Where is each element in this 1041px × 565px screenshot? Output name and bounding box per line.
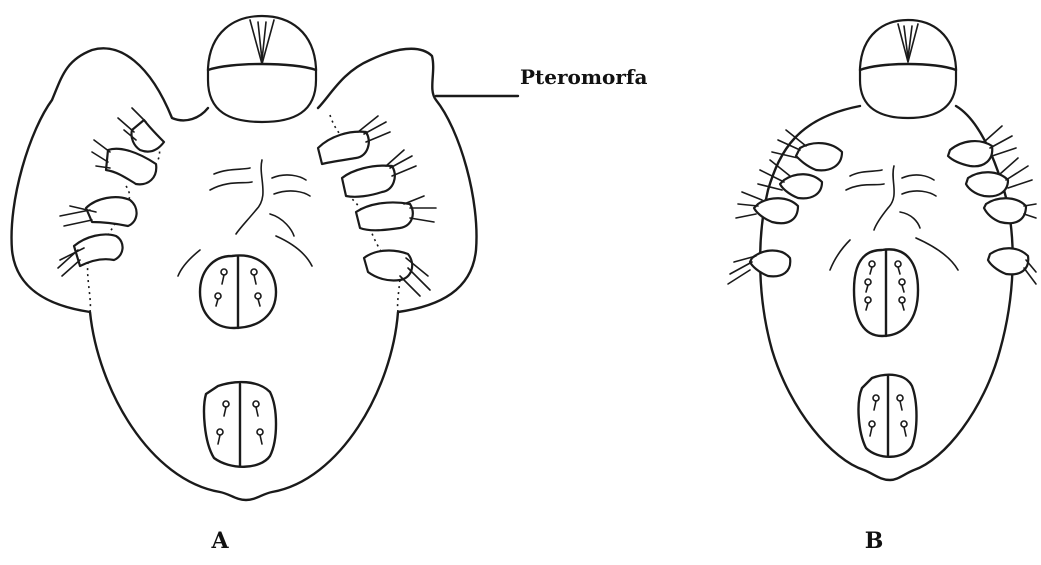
- specimen-a-gnathosoma: [208, 16, 316, 122]
- panel-label-b: B: [865, 528, 884, 554]
- specimen-b-gnathosoma: [860, 20, 956, 118]
- specimen-b-genital-plate: [854, 249, 918, 336]
- specimen-b-sternal-lines: [830, 166, 958, 270]
- specimen-a-sternal-lines: [178, 160, 312, 276]
- specimen-b: [728, 20, 1036, 480]
- specimen-a-genital-plate: [200, 255, 276, 328]
- panel-label-a: A: [210, 528, 229, 554]
- pteromorph-label: Pteromorfa: [520, 65, 648, 89]
- specimen-b-legs-left: [728, 130, 842, 284]
- specimen-a: [12, 16, 477, 500]
- specimen-a-legs-right: [318, 116, 436, 296]
- specimen-a-legs-left: [58, 108, 164, 276]
- specimen-a-anal-plate: [204, 382, 276, 467]
- specimen-b-legs-right: [948, 126, 1036, 284]
- specimen-b-anal-plate: [859, 375, 917, 457]
